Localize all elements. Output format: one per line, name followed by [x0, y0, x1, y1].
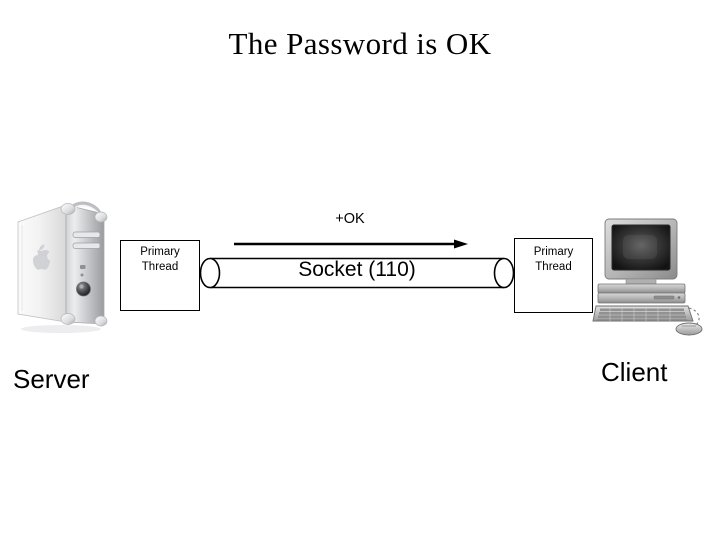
socket-label: Socket (110) [298, 258, 416, 281]
cylinder-pipe-icon [196, 250, 518, 296]
server-caption: Server [13, 364, 90, 394]
message-label: +OK [335, 211, 365, 227]
tower-computer-icon [14, 196, 112, 336]
client-caption: Client [601, 357, 668, 387]
page-title: The Password is OK [228, 26, 492, 61]
client-thread-label-line1: Primary [533, 246, 574, 258]
server-thread-label-line1: Primary [140, 246, 180, 258]
server-primary-thread-box: Primary Thread [120, 240, 200, 311]
client-primary-thread-box: Primary Thread [514, 238, 593, 313]
desktop-computer-icon [592, 216, 707, 338]
server-thread-label-line2: Thread [141, 261, 179, 273]
arrow-right-icon [232, 234, 470, 254]
client-thread-label-line2: Thread [535, 261, 572, 273]
